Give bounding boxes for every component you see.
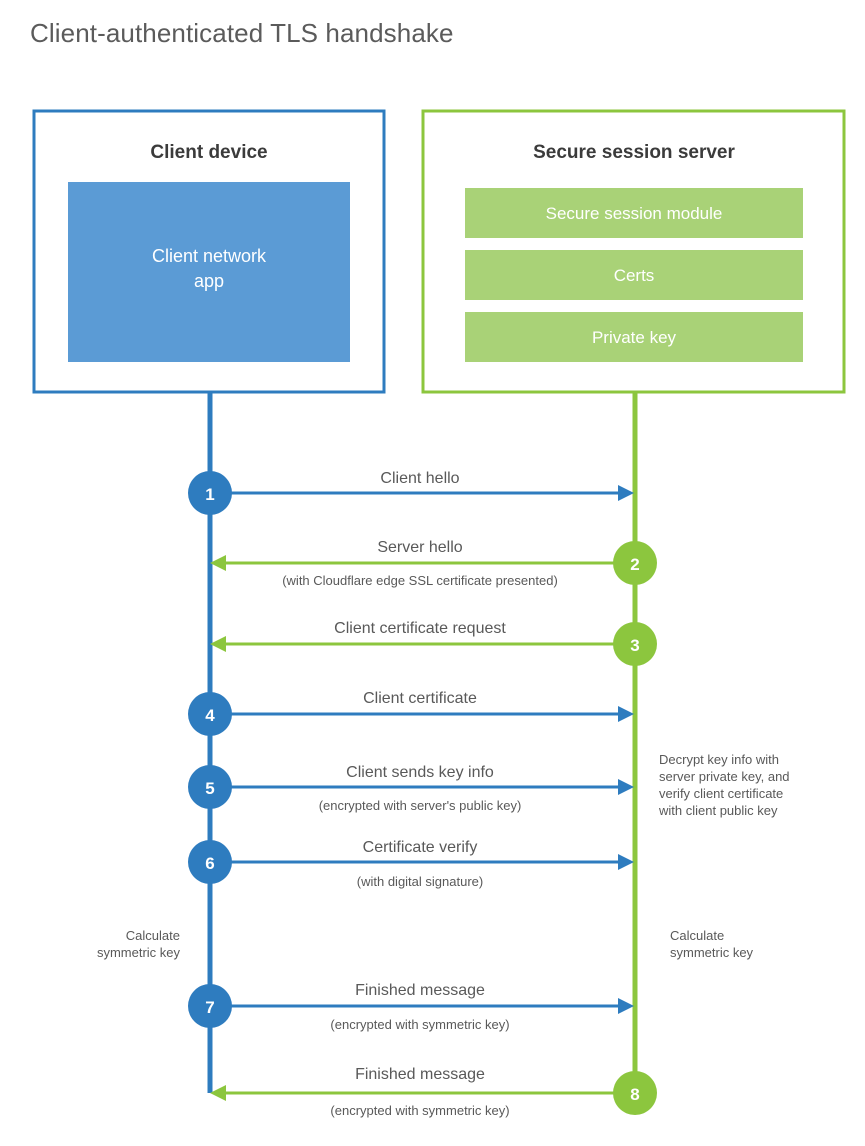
- server-decrypt-annotation: Decrypt key info with server private key…: [658, 752, 790, 818]
- client-network-app-label-line1: Client network: [152, 246, 267, 266]
- step-2-sublabel: (with Cloudflare edge SSL certificate pr…: [282, 573, 558, 588]
- step-2-label: Server hello: [377, 539, 462, 556]
- step-6-number: 6: [205, 854, 214, 873]
- server-decrypt-line-1: server private key, and: [659, 769, 790, 784]
- step-4-number: 4: [205, 706, 215, 725]
- step-5-arrowhead: [618, 779, 634, 795]
- step-5-badge: [188, 765, 232, 809]
- step-4-group: Client certificate 4: [188, 690, 634, 736]
- step-6-group: Certificate verify 6 (with digital signa…: [188, 839, 634, 889]
- step-6-arrowhead: [618, 854, 634, 870]
- server-chip-private-key: [465, 312, 803, 362]
- step-1-label: Client hello: [380, 470, 459, 487]
- step-8-arrowhead: [210, 1085, 226, 1101]
- server-chip-secure-session-module: [465, 188, 803, 238]
- client-network-app-box: [68, 182, 350, 362]
- step-4-label: Client certificate: [363, 690, 477, 707]
- step-3-number: 3: [630, 636, 639, 655]
- secure-session-server-title: Secure session server: [533, 142, 735, 163]
- step-6-sublabel: (with digital signature): [357, 874, 483, 889]
- server-decrypt-line-0: Decrypt key info with: [659, 752, 779, 767]
- server-chip-certs: [465, 250, 803, 300]
- step-7-label: Finished message: [355, 982, 485, 999]
- step-8-number: 8: [630, 1085, 639, 1104]
- step-8-label: Finished message: [355, 1066, 485, 1083]
- client-network-app-label-line2: app: [194, 271, 224, 291]
- step-6-label: Certificate verify: [363, 839, 478, 856]
- step-8-group: Finished message 8 (encrypted with symme…: [210, 1066, 657, 1118]
- step-5-group: Client sends key info 5 (encrypted with …: [188, 764, 634, 813]
- client-calculate-line-1: symmetric key: [97, 945, 181, 960]
- step-4-arrowhead: [618, 706, 634, 722]
- step-1-group: Client hello 1: [188, 470, 634, 515]
- step-3-group: Client certificate request 3: [210, 620, 657, 666]
- step-8-badge: [613, 1071, 657, 1115]
- step-3-badge: [613, 622, 657, 666]
- server-calculate-line-0: Calculate: [670, 928, 724, 943]
- server-chip-label-1: Certs: [614, 266, 655, 285]
- server-chip-label-2: Private key: [592, 328, 677, 347]
- step-2-badge: [613, 541, 657, 585]
- step-1-arrowhead: [618, 485, 634, 501]
- step-3-label: Client certificate request: [334, 620, 506, 637]
- server-decrypt-line-2: verify client certificate: [659, 786, 783, 801]
- client-calculate-annotation: Calculate symmetric key: [97, 928, 181, 960]
- server-calculate-line-1: symmetric key: [670, 945, 754, 960]
- step-5-number: 5: [205, 779, 214, 798]
- step-7-sublabel: (encrypted with symmetric key): [330, 1017, 509, 1032]
- server-chip-label-0: Secure session module: [546, 204, 723, 223]
- step-1-number: 1: [205, 485, 214, 504]
- step-6-badge: [188, 840, 232, 884]
- client-device-title: Client device: [150, 142, 267, 163]
- step-2-number: 2: [630, 555, 639, 574]
- secure-session-server-panel: Secure session server Secure session mod…: [421, 109, 846, 394]
- step-2-arrowhead: [210, 555, 226, 571]
- server-calculate-annotation: Calculate symmetric key: [670, 928, 754, 960]
- step-4-badge: [188, 692, 232, 736]
- step-7-arrowhead: [618, 998, 634, 1014]
- step-7-group: Finished message 7 (encrypted with symme…: [188, 982, 634, 1032]
- step-1-badge: [188, 471, 232, 515]
- step-7-badge: [188, 984, 232, 1028]
- step-5-label: Client sends key info: [346, 764, 494, 781]
- step-7-number: 7: [205, 998, 214, 1017]
- step-3-arrowhead: [210, 636, 226, 652]
- step-8-sublabel: (encrypted with symmetric key): [330, 1103, 509, 1118]
- step-5-sublabel: (encrypted with server's public key): [319, 798, 522, 813]
- client-calculate-line-0: Calculate: [126, 928, 180, 943]
- step-2-group: Server hello 2 (with Cloudflare edge SSL…: [210, 539, 657, 588]
- page-title: Client-authenticated TLS handshake: [30, 18, 454, 48]
- server-decrypt-line-3: with client public key: [658, 803, 778, 818]
- client-device-panel: Client device Client network app: [32, 109, 386, 394]
